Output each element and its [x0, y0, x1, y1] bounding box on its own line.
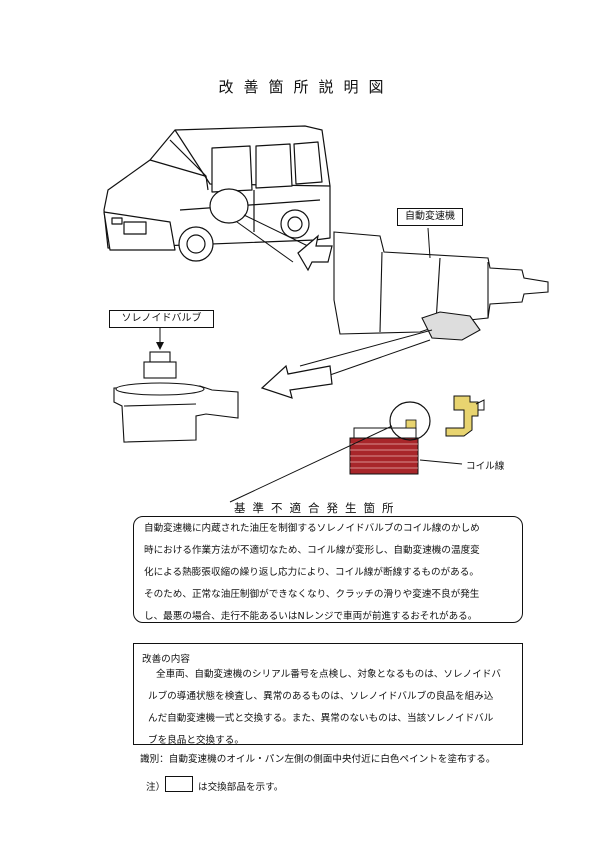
improvement-line: んだ自動変速機一式と交換する。また、異常のないものは、当該ソレノイドバル — [148, 713, 494, 724]
arrow-to-solenoid — [260, 364, 333, 399]
page-title: 改善箇所説明図 — [218, 78, 394, 96]
improvement-heading: 改善の内容 — [142, 654, 190, 665]
transmission-label: 自動変速機 — [397, 208, 463, 226]
coil-wire-label: コイル線 — [466, 461, 505, 472]
replacement-part-marker — [165, 776, 193, 792]
arrow-to-transmission — [297, 234, 333, 272]
defect-text: 自動変速機に内蔵された油圧を制御するソレノイドバルブのコイル線のかしめ 時におけ… — [144, 518, 480, 628]
solenoid-valve-label: ソレノイドバルブ — [109, 310, 214, 328]
transmission-illustration — [333, 231, 549, 341]
improvement-line: 全車両、自動変速機のシリアル番号を点検し、対象となるものは、ソレノイドバ — [156, 669, 501, 680]
improvement-line: ブを良品と交換する。 — [148, 735, 244, 746]
defect-box — [133, 516, 523, 623]
note-text: は交換部品を示す。 — [198, 782, 284, 793]
van-highlight-circle — [209, 188, 249, 224]
defect-line: 自動変速機に内蔵された油圧を制御するソレノイドバルブのコイル線のかしめ — [144, 523, 480, 534]
improvement-line: ルブの導通状態を検査し、異常のあるものは、ソレノイドバルブの良品を組み込 — [148, 691, 494, 702]
defect-line: し、最悪の場合、走行不能あるいはNレンジで車両が前進するおそれがある。 — [144, 611, 478, 622]
defect-line: 化による熱膨張収縮の繰り返し応力により、コイル線が断線するものがある。 — [144, 567, 479, 578]
defect-line: そのため、正常な油圧制御ができなくなり、クラッチの滑りや変速不良が発生 — [144, 589, 480, 600]
improvement-box — [133, 643, 523, 745]
note-prefix: 注） — [146, 782, 166, 793]
defect-heading: 基準不適合発生箇所 — [234, 501, 401, 515]
defect-line: 時における作業方法が不適切なため、コイル線が変形し、自動変速機の温度変 — [144, 545, 480, 556]
identification-text: 識別：自動変速機のオイル・パン左側の側面中央付近に白色ペイントを塗布する。 — [140, 754, 496, 765]
van-illustration — [103, 125, 331, 262]
solenoid-valve-illustration — [113, 351, 239, 443]
improvement-text: 全車両、自動変速機のシリアル番号を点検し、対象となるものは、ソレノイドバ ルブの… — [148, 664, 501, 752]
coil-detail-illustration — [349, 395, 485, 475]
